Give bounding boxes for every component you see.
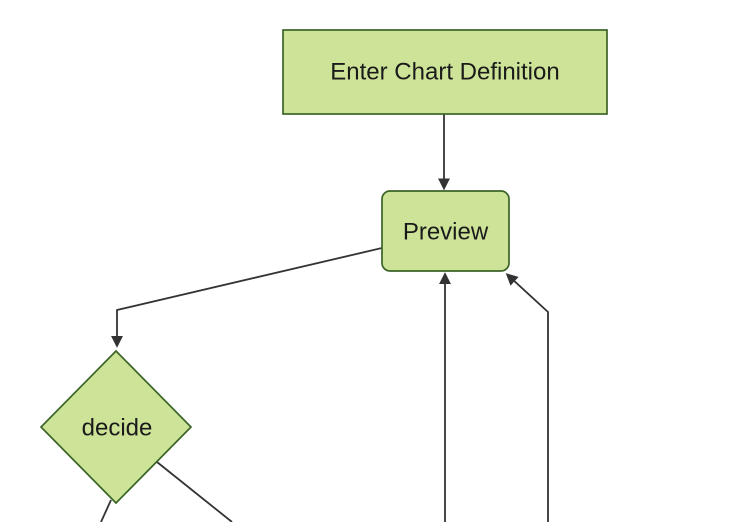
node-layer: Enter Chart Definition Preview decide: [39, 29, 608, 505]
edge-decide-to-bottom-left: [100, 499, 112, 522]
edge-layer: [100, 114, 549, 522]
enter-chart-definition-box: [282, 29, 608, 115]
preview-box: [381, 190, 510, 272]
decide-diamond: [39, 349, 193, 505]
enter-chart-definition-label: Enter Chart Definition: [330, 59, 559, 86]
node-enter-chart-definition: Enter Chart Definition: [282, 29, 608, 115]
edge-decide-to-bottom-right: [156, 461, 233, 522]
node-decide: decide: [39, 349, 193, 505]
edge-preview-to-decide: [111, 247, 383, 348]
decide-label: decide: [82, 415, 153, 442]
node-preview: Preview: [381, 190, 510, 272]
edge-bottom-right-to-preview: [505, 273, 549, 522]
preview-label: Preview: [403, 219, 489, 246]
